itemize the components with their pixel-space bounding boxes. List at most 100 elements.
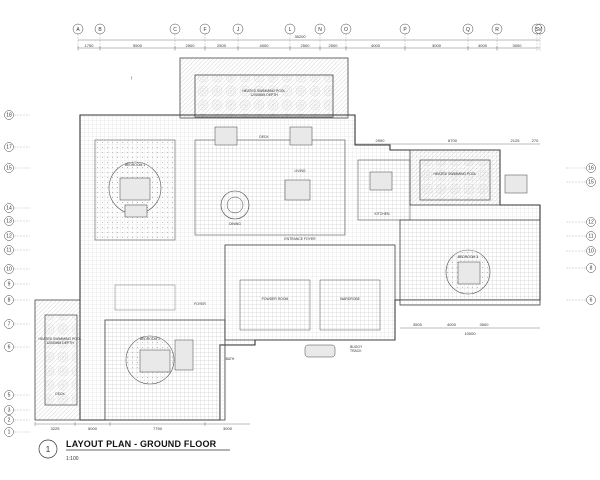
grid-label-left: 11 xyxy=(6,248,11,254)
drawing-number-bubble xyxy=(38,439,58,459)
title-block: 1 LAYOUT PLAN - GROUND FLOOR 1:100 xyxy=(38,439,230,462)
north-arrow-icon: ↑ xyxy=(130,76,133,82)
grid-bubble-right xyxy=(586,163,596,173)
label-pool-right: HEATED SWIMMING POOL xyxy=(434,172,477,176)
grid-bubble-left xyxy=(4,427,14,437)
label-deck-left: DECK xyxy=(55,392,65,396)
grid-label-top: V xyxy=(538,27,542,33)
pool-left xyxy=(44,314,78,406)
grid-label-right: 11 xyxy=(588,234,593,240)
grid-label-top: F xyxy=(203,27,206,33)
grid-bubble-left xyxy=(4,110,14,120)
grid-label-top: J xyxy=(237,27,240,33)
mid-dimension-total: 10000 xyxy=(464,331,476,336)
grid-bubble-left xyxy=(4,319,14,329)
label-kitchen: KITCHEN xyxy=(375,212,390,216)
grid-bubble-left xyxy=(4,279,14,289)
label-dining: DINING xyxy=(229,222,241,226)
drawing-scale: 1:100 xyxy=(66,456,79,462)
label-bedroom-2: BEDROOM 2 xyxy=(140,337,160,341)
grid-label-top: A xyxy=(76,27,80,33)
bottom-dimension-value: 5000 xyxy=(88,426,98,431)
label-bedroom-3: BEDROOM 3 xyxy=(458,255,478,259)
grid-label-right: 10 xyxy=(588,249,594,255)
grid-bubble-right xyxy=(586,295,596,305)
grid-label-top: C xyxy=(173,27,177,33)
grid-label-top: L xyxy=(289,27,292,33)
grid-bubble-left xyxy=(4,216,14,226)
grid-bubble-right xyxy=(586,263,596,273)
grid-bubble-left xyxy=(4,142,14,152)
grid-label-left: 13 xyxy=(6,219,12,225)
label-wardrobe: WARDROBE xyxy=(340,297,361,301)
grid-bubble-right xyxy=(586,246,596,256)
top-dimension-value: 4000 xyxy=(478,43,488,48)
mid-dimension-value: 3500 xyxy=(413,322,423,327)
grid-label-left: 10 xyxy=(6,267,12,273)
grid-label-left: 1 xyxy=(8,430,11,436)
grid-bubble-right xyxy=(586,177,596,187)
grid-label-left: 9 xyxy=(8,282,11,288)
top-total-dimension: 35200 xyxy=(294,34,306,39)
grid-label-top: O xyxy=(344,27,348,33)
grid-bubble-left xyxy=(4,264,14,274)
grid-bubble-right xyxy=(586,217,596,227)
grid-bubble-left xyxy=(4,163,14,173)
grid-bubble-left xyxy=(4,405,14,415)
grid-label-right: 15 xyxy=(588,180,594,186)
grid-label-right: 6 xyxy=(590,298,593,304)
mid-dimension-line: 3500 4000 3500 10000 xyxy=(400,322,540,336)
right-dimension-value: 270 xyxy=(532,138,539,143)
top-dimension-value: 4000 xyxy=(260,43,270,48)
grid-label-left: 5 xyxy=(8,393,11,399)
drawing-title: LAYOUT PLAN - GROUND FLOOR xyxy=(66,439,217,449)
grid-right-labels: 16 15 12 11 10 8 6 xyxy=(566,163,596,305)
top-dimension-value: 2500 xyxy=(217,43,227,48)
grid-label-left: 6 xyxy=(8,345,11,351)
grid-bubble-left xyxy=(4,415,14,425)
bottom-dimension-value: 7750 xyxy=(153,426,163,431)
furniture xyxy=(119,126,528,373)
label-deck: DECK xyxy=(259,135,269,139)
grid-label-left: 15 xyxy=(6,166,12,172)
building-walls xyxy=(34,57,541,421)
top-dimension-value: 2500 xyxy=(186,43,196,48)
grid-label-left: 14 xyxy=(6,206,12,212)
grid-label-right: 8 xyxy=(590,266,593,272)
grid-bubble-left xyxy=(4,390,14,400)
grid-bubble-left xyxy=(4,203,14,213)
top-dimension-value: 3000 xyxy=(513,43,523,48)
grid-label-left: 8 xyxy=(8,298,11,304)
mid-dimension-value: 3500 xyxy=(480,322,490,327)
grid-bubble-left xyxy=(4,295,14,305)
label-entrance: ENTRANCE FOYER xyxy=(284,237,316,241)
grid-bubble-left xyxy=(4,231,14,241)
mid-dimension-value: 4000 xyxy=(447,322,457,327)
top-dimension-value: 3000 xyxy=(432,43,442,48)
grid-label-right: 16 xyxy=(588,166,594,172)
grid-label-top: S xyxy=(535,27,539,33)
right-dimension-value: 2900 xyxy=(376,138,386,143)
grid-label-right: 12 xyxy=(588,220,594,226)
buggy-car xyxy=(304,344,336,358)
grid-label-left: 12 xyxy=(6,234,12,240)
grid-bubble-right xyxy=(586,231,596,241)
bottom-dimension-value: 3000 xyxy=(223,426,233,431)
bottom-dimension-value: 3225 xyxy=(51,426,61,431)
bottom-dimension-line: 3225 5000 7750 3000 xyxy=(34,422,250,431)
grid-label-top: Q xyxy=(466,27,470,33)
grid-label-left: 7 xyxy=(8,322,11,328)
grid-label-top: B xyxy=(98,27,102,33)
right-dimension-value: 8700 xyxy=(448,138,458,143)
grid-bubble-left xyxy=(4,342,14,352)
top-dimension-value: 2500 xyxy=(329,43,339,48)
label-living: LIVING xyxy=(294,169,305,173)
